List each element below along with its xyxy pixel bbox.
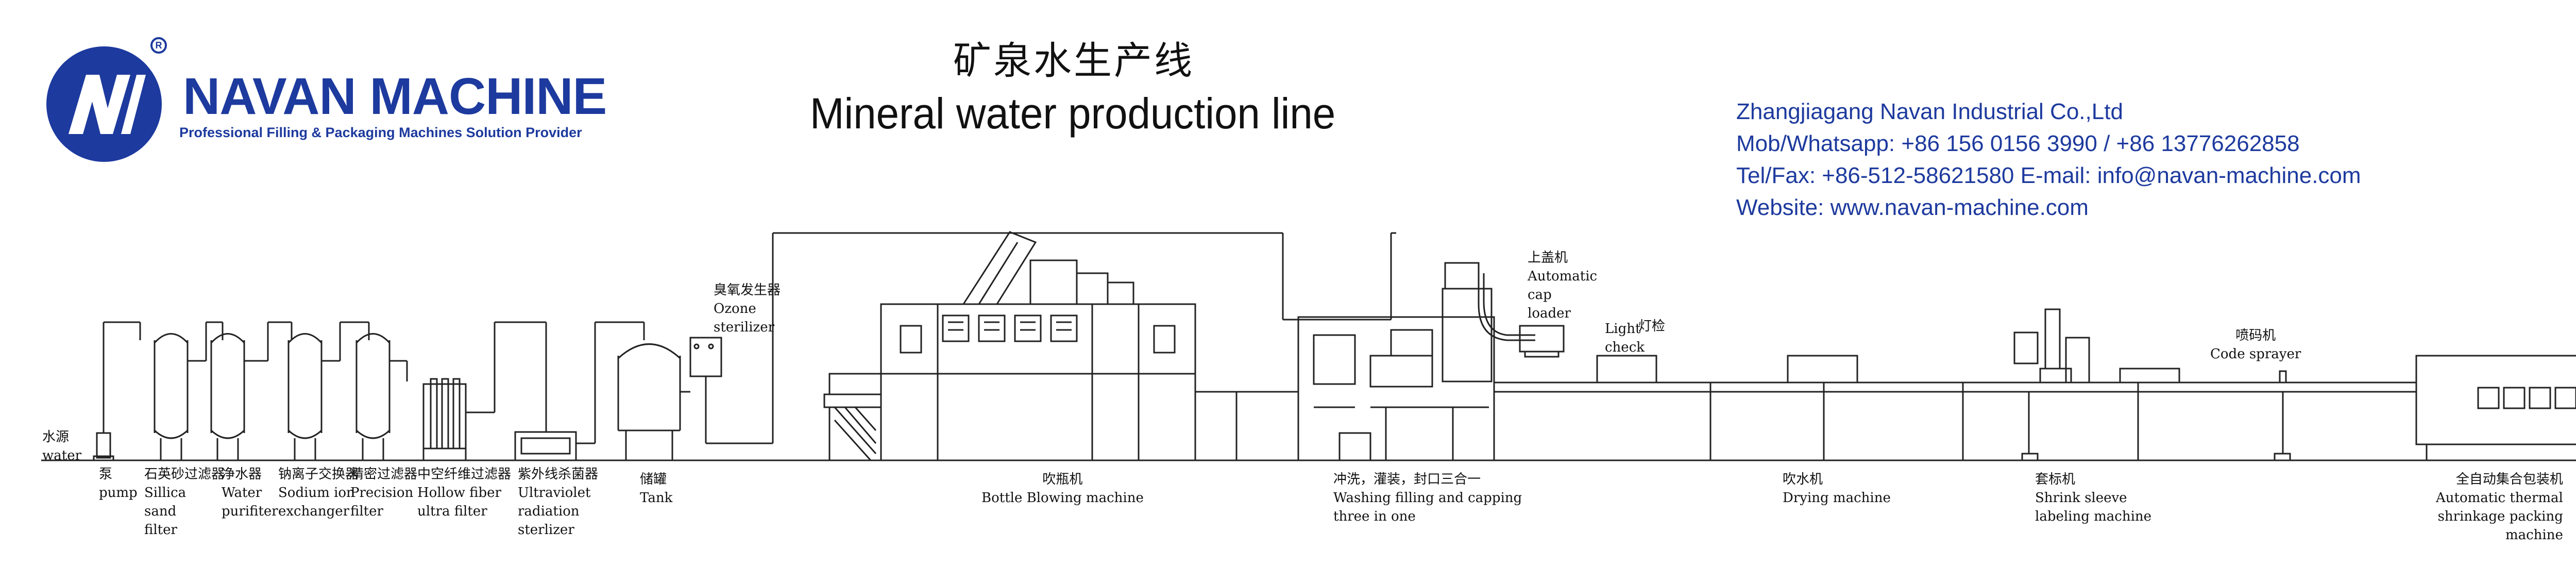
uv-sterilizer-unit bbox=[514, 321, 644, 461]
drying-machine-box bbox=[1787, 355, 1858, 384]
light-check-box bbox=[1596, 355, 1657, 384]
page-title-en: Mineral water production line bbox=[810, 89, 1336, 138]
contact-telfax: Tel/Fax: +86-512-58621580 E-mail: info@n… bbox=[1736, 163, 2361, 188]
contact-company: Zhangjiagang Navan Industrial Co.,Ltd bbox=[1736, 99, 2123, 124]
hollow-fiber-filter-unit bbox=[422, 321, 547, 460]
code-sprayer-unit bbox=[2274, 370, 2291, 461]
shrink-sleeve-labeling-machine bbox=[2013, 308, 2180, 461]
main-conveyor bbox=[1494, 381, 2416, 460]
company-logo bbox=[44, 44, 165, 165]
bottle-blowing-machine bbox=[823, 231, 1298, 461]
contact-mobile: Mob/Whatsapp: +86 156 0156 3990 / +86 13… bbox=[1736, 131, 2300, 156]
precision-filter-tank bbox=[355, 322, 408, 460]
water-purifier-tank bbox=[210, 321, 292, 460]
registered-mark-icon: R bbox=[150, 37, 167, 54]
logo-emblem-icon bbox=[46, 46, 162, 162]
contact-website[interactable]: Website: www.navan-machine.com bbox=[1736, 195, 2089, 220]
sodium-ion-exchanger-tank bbox=[287, 321, 369, 460]
sand-filter-tank bbox=[139, 321, 223, 460]
brand-name: NAVAN MACHINE bbox=[183, 68, 607, 125]
pump-unit bbox=[93, 321, 140, 461]
page-title-zh: 矿泉水生产线 bbox=[953, 39, 1194, 83]
washing-filling-capping-machine bbox=[1297, 262, 1495, 461]
thermal-shrink-packing-machine bbox=[2415, 355, 2576, 460]
storage-tank bbox=[617, 322, 690, 460]
brand-tagline: Professional Filling & Packaging Machine… bbox=[179, 125, 582, 140]
cap-loader-unit bbox=[1478, 273, 1565, 358]
ozone-sterilizer-unit bbox=[689, 232, 1396, 444]
label-light-check-zh: 灯检 bbox=[1638, 319, 1666, 334]
